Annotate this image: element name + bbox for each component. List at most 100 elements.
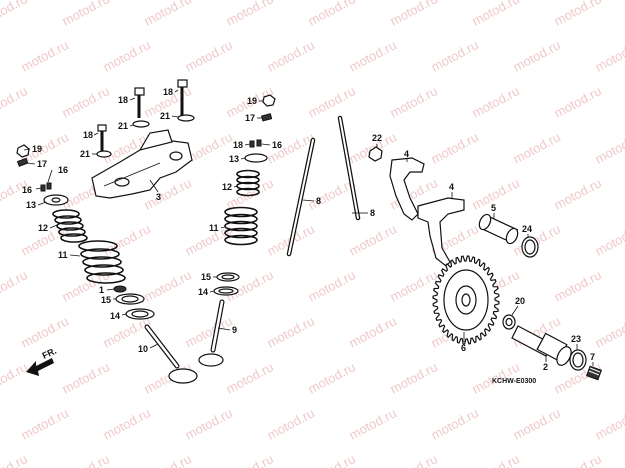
- watermark-text: motod.ru: [593, 221, 625, 258]
- push-rod-8-right[interactable]: [337, 115, 361, 221]
- cotter-16-left-a[interactable]: [40, 184, 46, 192]
- watermark-text: motod.ru: [224, 0, 276, 29]
- watermark-text: motod.ru: [552, 175, 604, 212]
- watermark-text: motod.ru: [388, 83, 440, 120]
- watermark-text: motod.ru: [470, 83, 522, 120]
- o-ring-24-hole: [524, 239, 536, 255]
- callout-22: 22: [372, 133, 382, 143]
- rocker-arm-assembly: [91, 79, 195, 199]
- o-ring-23-hole: [572, 352, 584, 368]
- rocker-shaft-line: [103, 162, 161, 187]
- watermark-text: motod.ru: [511, 129, 563, 166]
- cam-follower-4-lower[interactable]: [417, 197, 465, 267]
- callout-12-center: 12: [222, 182, 232, 192]
- washer-14-left-hole: [131, 310, 149, 318]
- watermark-text: motod.ru: [388, 359, 440, 396]
- watermark-text: motod.ru: [347, 221, 399, 258]
- front-direction-arrow: FR.: [26, 346, 58, 376]
- leader-lines: [23, 89, 594, 366]
- cotter-16-left-b[interactable]: [46, 182, 52, 190]
- bolt-18-a[interactable]: [134, 87, 145, 118]
- watermark-text: motod.ru: [306, 359, 358, 396]
- push-rod-8-left[interactable]: [286, 137, 316, 257]
- watermark-text: motod.ru: [224, 451, 276, 468]
- watermark-text: motod.ru: [429, 37, 481, 74]
- washer-14-center-hole: [218, 288, 234, 294]
- cam-follower-assembly: [368, 146, 602, 381]
- watermark-text: motod.ru: [60, 359, 112, 396]
- washer-21-b[interactable]: [177, 114, 195, 122]
- callout-4-lower: 4: [449, 182, 454, 192]
- shaft-2[interactable]: [511, 325, 574, 368]
- diagram-code: KCHW-E0300: [492, 378, 536, 385]
- cam-follower-4-upper[interactable]: [389, 157, 425, 221]
- watermark-text: motod.ru: [0, 267, 30, 304]
- callout-18-c: 18: [83, 130, 93, 140]
- callout-7: 7: [590, 352, 595, 362]
- spring-7[interactable]: [586, 365, 602, 381]
- watermark-text: motod.ru: [347, 37, 399, 74]
- callout-6: 6: [461, 343, 466, 353]
- screw-17-center[interactable]: [261, 113, 273, 122]
- cotter-16-center-b[interactable]: [256, 139, 262, 147]
- watermark-text: motod.ru: [429, 129, 481, 166]
- callout-11-center: 11: [209, 223, 219, 233]
- watermark-text: motod.ru: [265, 37, 317, 74]
- watermark-text: motod.ru: [265, 313, 317, 350]
- watermark-text: motod.ru: [511, 405, 563, 442]
- screw-17-left[interactable]: [16, 157, 29, 167]
- arrow-icon: [26, 358, 54, 376]
- callout-18-b: 18: [163, 87, 173, 97]
- callout-16-left-lower: 16: [22, 185, 32, 195]
- callout-24: 24: [522, 224, 532, 234]
- callout-14-center: 14: [198, 287, 208, 297]
- nut-19-left[interactable]: [16, 144, 30, 158]
- callout-11-left: 11: [58, 250, 68, 260]
- callout-3: 3: [156, 192, 161, 202]
- watermark-text: motod.ru: [347, 313, 399, 350]
- watermark-text: motod.ru: [470, 0, 522, 29]
- stem-seal-1-left[interactable]: [113, 285, 127, 293]
- bolt-18-b[interactable]: [177, 79, 188, 118]
- watermark-text: motod.ru: [306, 83, 358, 120]
- retainer-13-left-hole: [51, 197, 61, 203]
- callout-17-left: 17: [37, 159, 47, 169]
- watermark-text: motod.ru: [142, 267, 194, 304]
- watermark-text: motod.ru: [19, 37, 71, 74]
- outer-spring-11-left[interactable]: [78, 240, 126, 284]
- valve-9[interactable]: [198, 299, 225, 367]
- watermark-text: motod.ru: [429, 405, 481, 442]
- callout-labels: 19 17 16 16 13 12 11 1 15 14 10 18 18 21…: [22, 87, 595, 372]
- watermark-text: motod.ru: [552, 451, 604, 468]
- watermark-text: motod.ru: [593, 405, 625, 442]
- inner-spring-12-left[interactable]: [52, 209, 88, 243]
- watermark-text: motod.ru: [19, 313, 71, 350]
- watermark-text: motod.ru: [0, 0, 30, 29]
- nut-19-center[interactable]: [262, 94, 276, 107]
- outer-spring-11-center[interactable]: [224, 206, 258, 246]
- callout-15-left: 15: [101, 295, 111, 305]
- callout-19-center: 19: [247, 96, 257, 106]
- shaft-5[interactable]: [477, 213, 520, 246]
- watermark-text: motod.ru: [224, 175, 276, 212]
- bolt-18-c[interactable]: [97, 124, 107, 152]
- watermark-text: motod.ru: [60, 451, 112, 468]
- washer-21-a[interactable]: [132, 120, 150, 128]
- retainer-13-center[interactable]: [244, 153, 268, 163]
- watermark-text: motod.ru: [470, 451, 522, 468]
- inner-spring-12-center[interactable]: [236, 169, 260, 197]
- cam-gear-6[interactable]: [432, 255, 500, 345]
- rocker-shaft-end: [114, 177, 130, 187]
- cotter-16-center-a[interactable]: [249, 140, 255, 148]
- callout-12-left: 12: [38, 223, 48, 233]
- watermark-text: motod.ru: [0, 359, 30, 396]
- watermark-text: motod.ru: [101, 221, 153, 258]
- callout-4-upper: 4: [404, 149, 409, 159]
- valve-10[interactable]: [144, 324, 198, 384]
- nut-22[interactable]: [368, 146, 383, 162]
- watermark-text: motod.ru: [552, 267, 604, 304]
- callout-1: 1: [99, 285, 104, 295]
- washer-21-c[interactable]: [96, 150, 112, 158]
